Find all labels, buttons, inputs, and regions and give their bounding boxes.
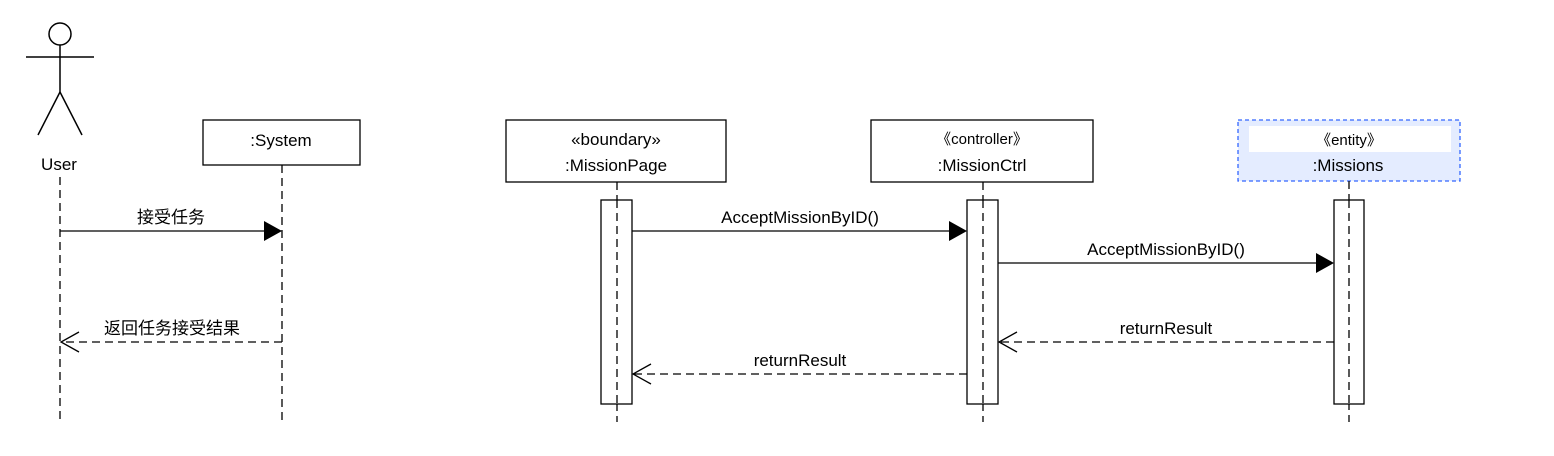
- message-label: returnResult: [754, 351, 847, 370]
- message-accept-mission-ctrl-to-entity[interactable]: AcceptMissionByID(): [998, 240, 1334, 273]
- stereotype-highlight: [1249, 126, 1451, 152]
- object-stereotype: 《entity》: [1316, 132, 1382, 149]
- message-accept-task[interactable]: 接受任务: [60, 208, 282, 241]
- arrow-head-open: [59, 331, 80, 353]
- object-stereotype: «boundary»: [571, 130, 661, 149]
- object-missions[interactable]: 《entity》 :Missions: [1237, 119, 1461, 182]
- arrow-head-solid: [1316, 253, 1334, 273]
- object-mission-ctrl[interactable]: 《controller》 :MissionCtrl: [870, 119, 1094, 183]
- arrow-head-open: [631, 363, 652, 385]
- actor-user[interactable]: User: [26, 22, 94, 174]
- actor-label: User: [41, 155, 77, 174]
- message-return-task-result[interactable]: 返回任务接受结果: [59, 319, 282, 353]
- object-box: [202, 119, 361, 166]
- message-label: 接受任务: [137, 208, 205, 227]
- object-name: :MissionCtrl: [938, 156, 1027, 175]
- actor-left-leg: [37, 91, 61, 136]
- actor-head: [48, 22, 72, 46]
- message-label: returnResult: [1120, 319, 1213, 338]
- message-label: 返回任务接受结果: [104, 319, 240, 338]
- message-return-result-ctrl-to-page[interactable]: returnResult: [631, 351, 967, 385]
- arrow-head-open: [997, 331, 1018, 353]
- message-label: AcceptMissionByID(): [721, 208, 879, 227]
- object-system[interactable]: :System: [202, 119, 361, 166]
- object-mission-page[interactable]: «boundary» :MissionPage: [505, 119, 727, 183]
- object-name: :System: [250, 131, 311, 150]
- object-box: [505, 119, 727, 183]
- object-name: :Missions: [1313, 156, 1384, 175]
- message-label: AcceptMissionByID(): [1087, 240, 1245, 259]
- arrow-head-solid: [949, 221, 967, 241]
- object-name: :MissionPage: [565, 156, 667, 175]
- object-box: [870, 119, 1094, 183]
- object-stereotype: 《controller》: [936, 131, 1028, 148]
- actor-right-leg: [59, 91, 83, 136]
- message-accept-mission-page-to-ctrl[interactable]: AcceptMissionByID(): [632, 208, 967, 241]
- message-return-result-entity-to-ctrl[interactable]: returnResult: [997, 319, 1334, 353]
- arrow-head-solid: [264, 221, 282, 241]
